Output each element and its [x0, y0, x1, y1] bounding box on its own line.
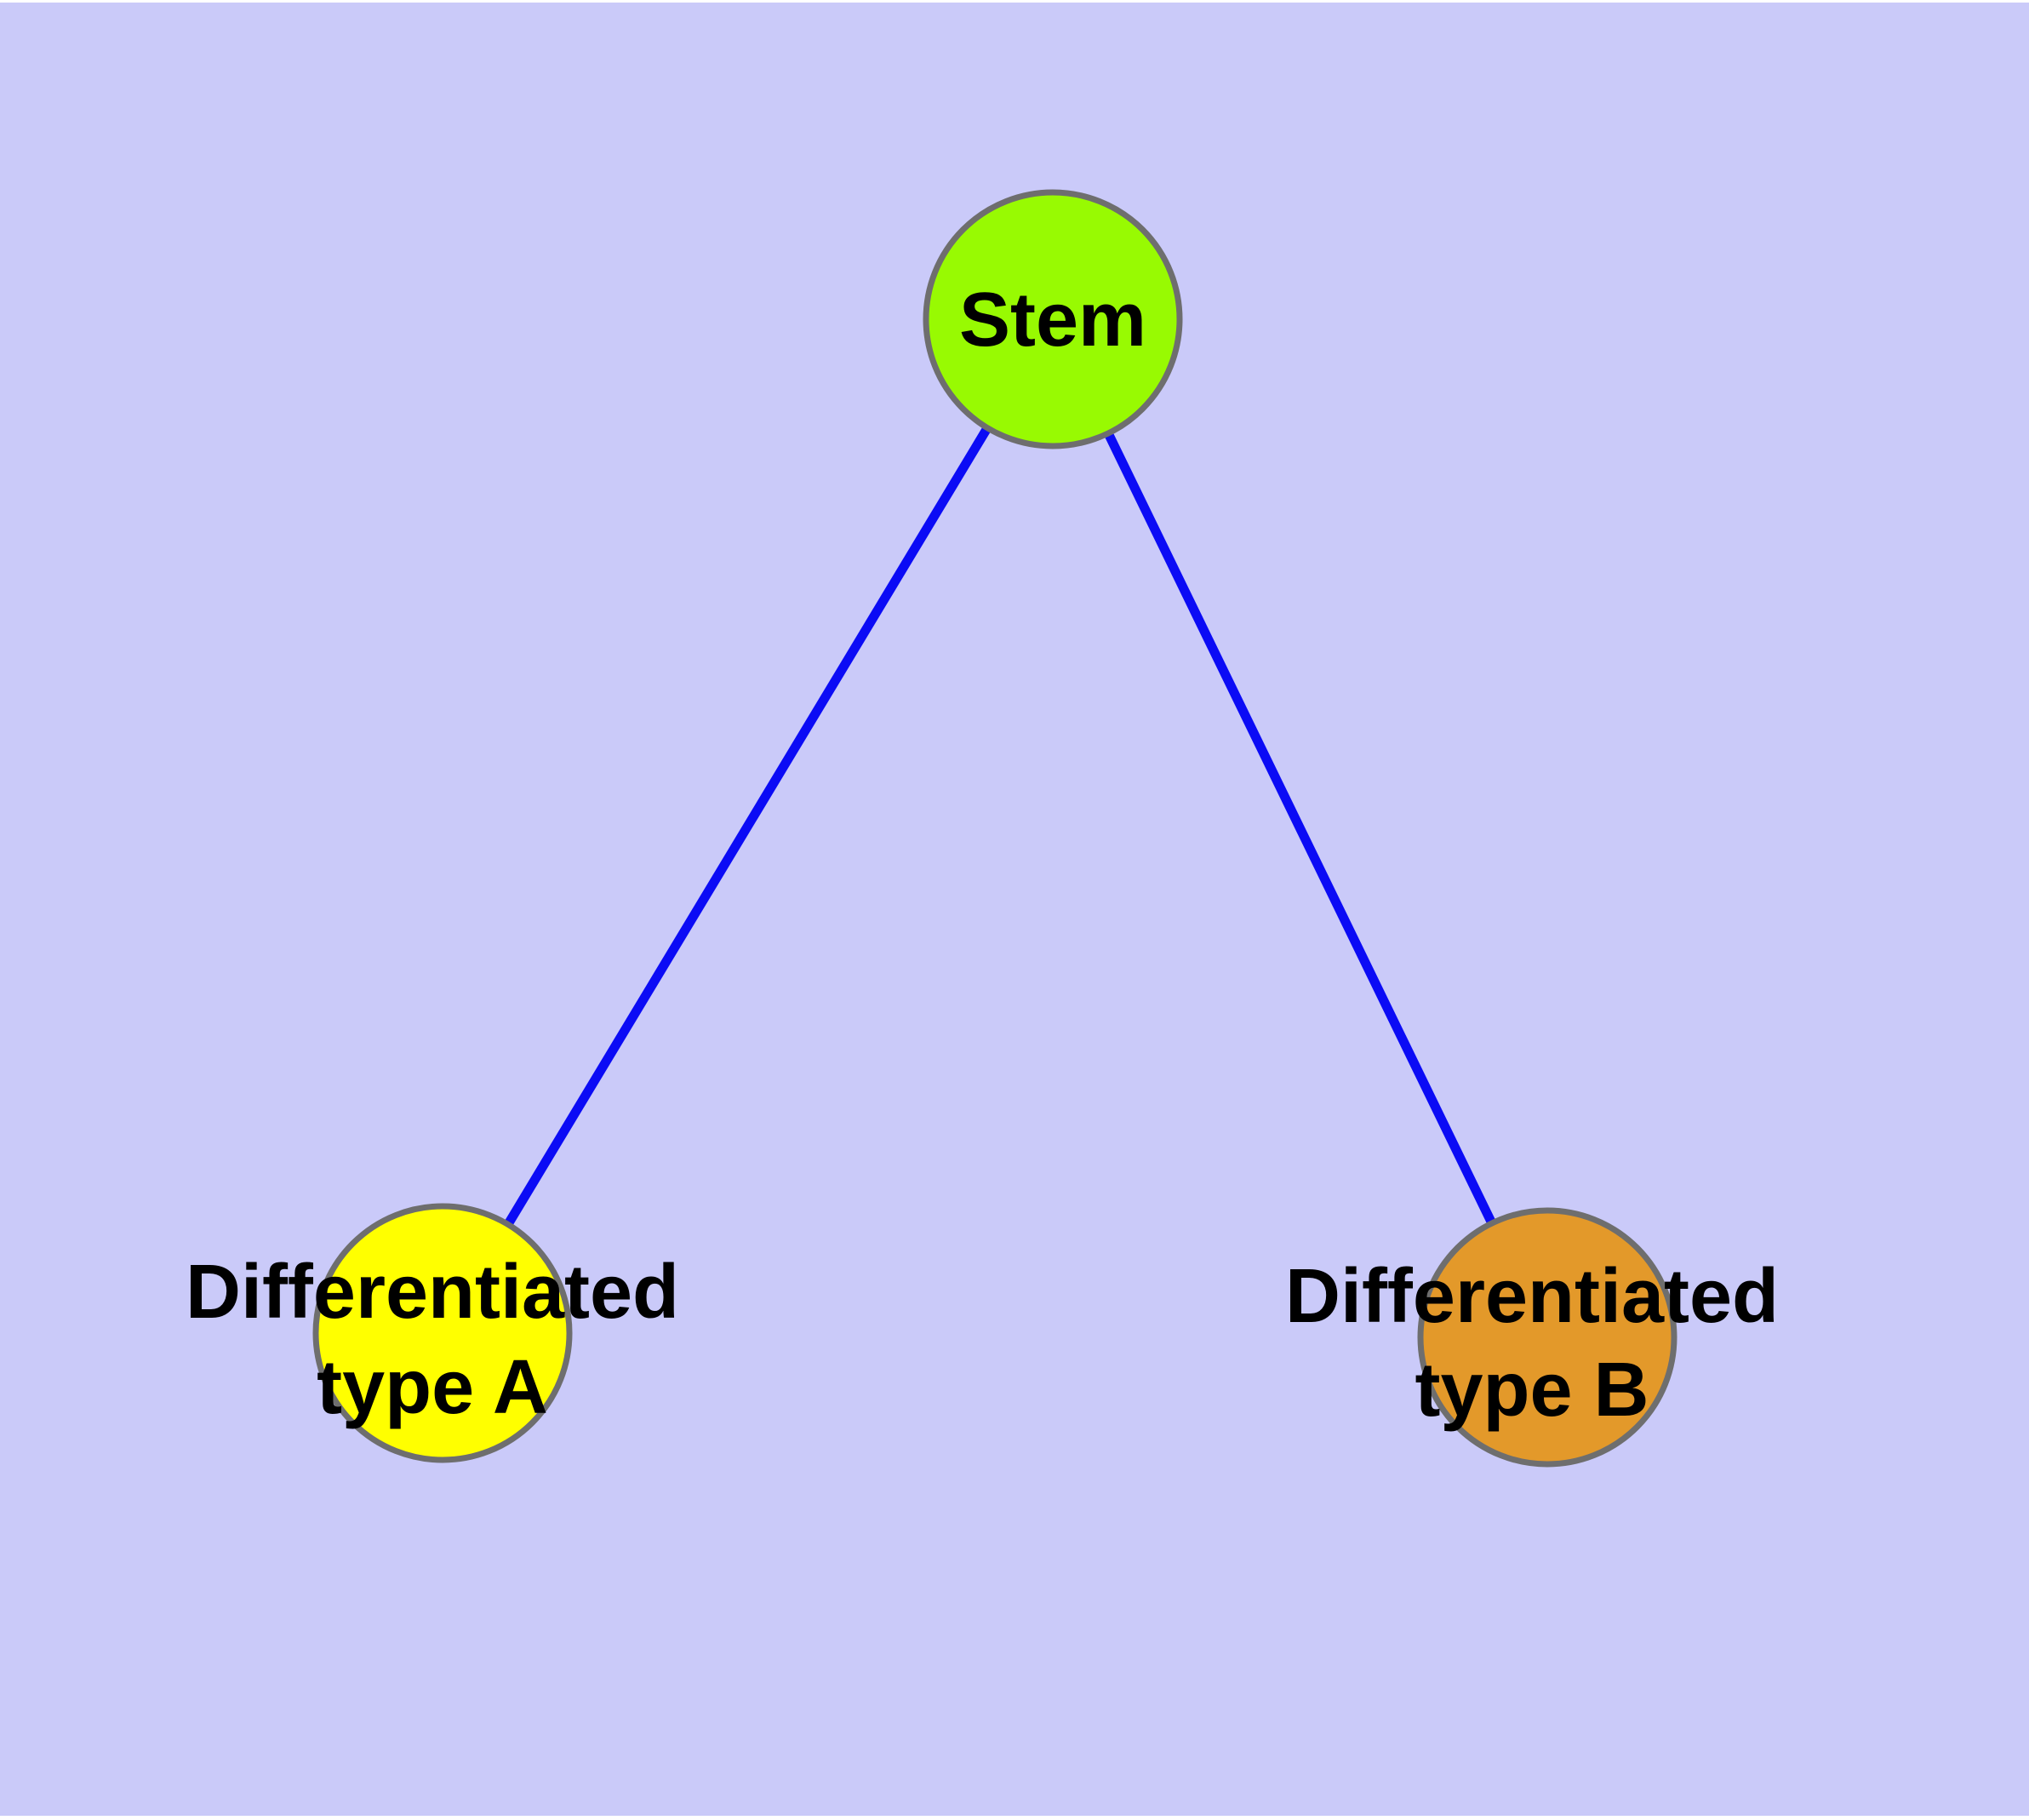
node-type-a-circle: [312, 1203, 573, 1463]
node-type-b-label-line2: type B: [1415, 1348, 1649, 1433]
edge-stem-to-type-a: [438, 317, 1057, 1336]
edge-stem-to-type-b: [1049, 317, 1552, 1340]
node-stem-circle: [923, 189, 1183, 449]
node-type-a-label-line1: Differentiated: [186, 1250, 679, 1335]
node-type-b-circle: [1417, 1207, 1677, 1468]
node-stem-label: Stem: [959, 278, 1146, 363]
node-type-a-label-line2: type A: [317, 1345, 548, 1430]
node-type-b-label-line1: Differentiated: [1285, 1254, 1779, 1339]
